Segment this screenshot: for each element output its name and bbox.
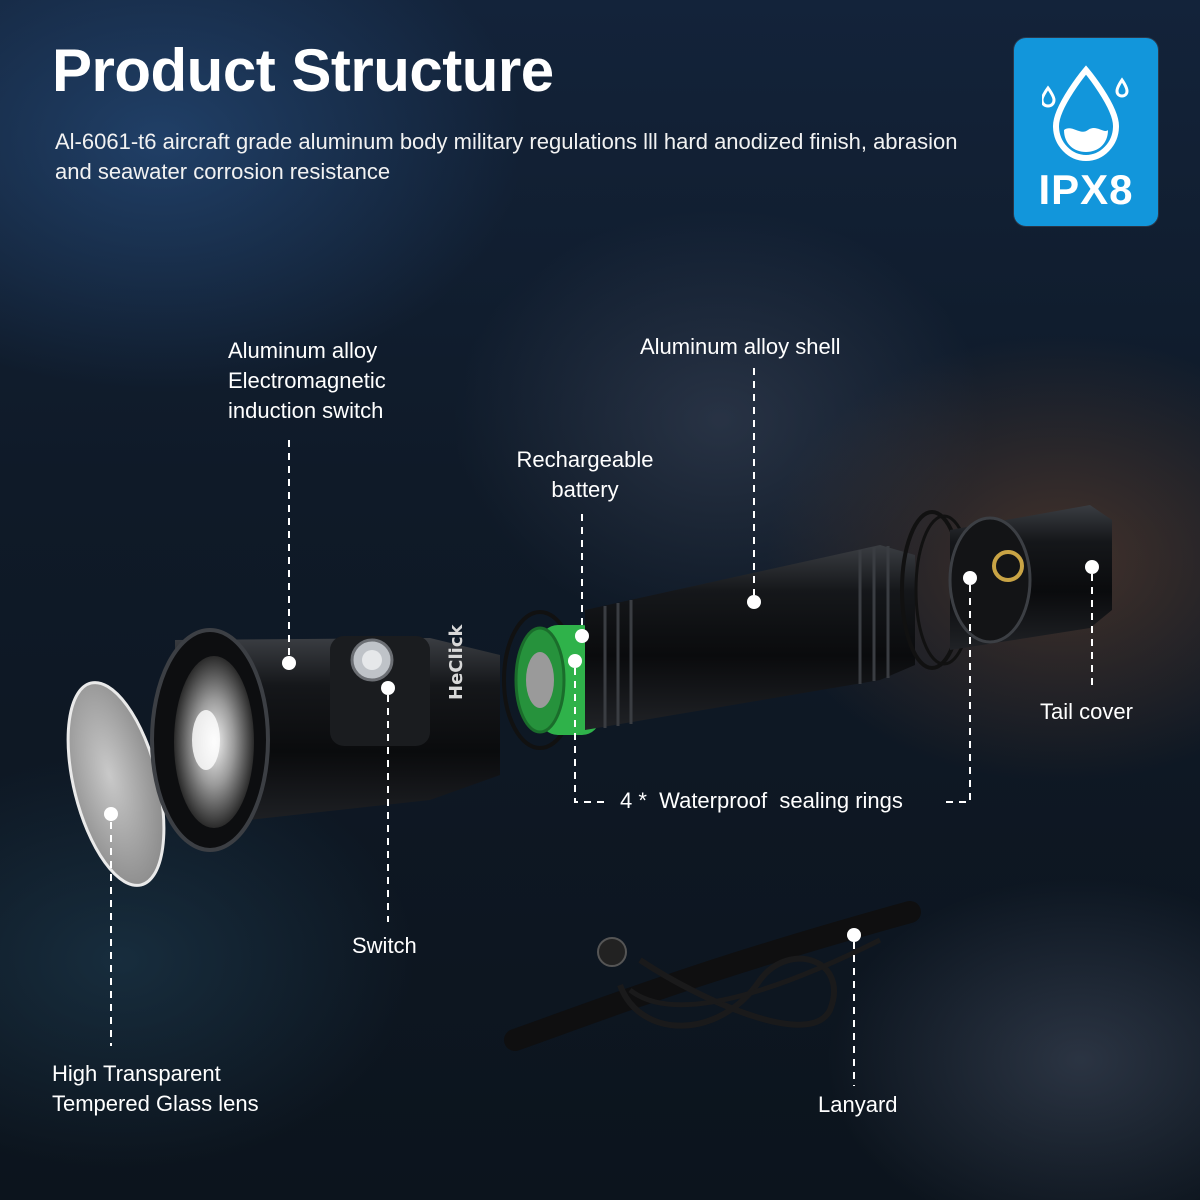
- water-drop-icon: [1042, 65, 1129, 162]
- page-title: Product Structure: [52, 37, 554, 104]
- callout-tail-cover: Tail cover: [1040, 699, 1133, 724]
- flashlight-head: HeClick: [150, 624, 500, 852]
- flashlight-shell: [585, 545, 915, 730]
- ipx8-badge: IPX8: [1014, 38, 1158, 226]
- callout-switch: Switch: [352, 933, 417, 958]
- badge-label: IPX8: [1038, 166, 1134, 213]
- callout-switch-body: Aluminum alloy Electromagnetic induction…: [228, 338, 386, 423]
- callout-lanyard: Lanyard: [818, 1092, 898, 1117]
- lanyard: [504, 901, 921, 1051]
- callout-battery: Rechargeable battery: [516, 447, 654, 502]
- svg-text:HeClick: HeClick: [446, 624, 467, 700]
- page-subtitle: Al-6061-t6 aircraft grade aluminum body …: [55, 129, 958, 184]
- callout-lens: High Transparent Tempered Glass lens: [52, 1061, 259, 1116]
- callout-shell: Aluminum alloy shell: [640, 334, 841, 359]
- callout-sealing-rings: 4 * Waterproof sealing rings: [620, 788, 903, 813]
